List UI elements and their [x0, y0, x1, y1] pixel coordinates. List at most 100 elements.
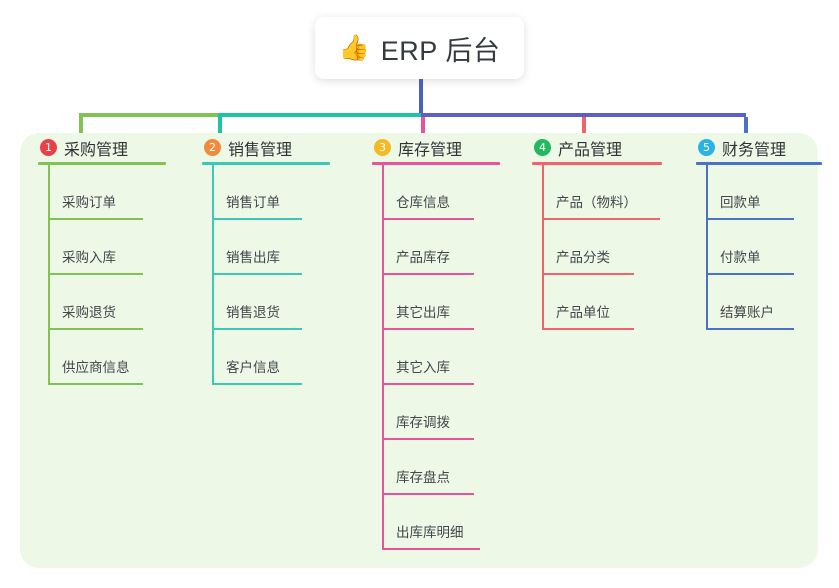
menu-item[interactable]: 产品库存 [372, 220, 500, 275]
category-number-badge: 4 [534, 139, 551, 156]
menu-item[interactable]: 出库库明细 [372, 495, 500, 550]
category-number-badge: 1 [40, 139, 57, 156]
category-title: 库存管理 [398, 141, 463, 159]
menu-item-rule [542, 328, 634, 330]
drop-sales [218, 117, 222, 139]
menu-item-label: 采购入库 [62, 250, 116, 265]
menu-item-label: 其它出库 [396, 305, 450, 320]
menu-item[interactable]: 销售出库 [202, 220, 330, 275]
category-items-inventory: 仓库信息产品库存其它出库其它入库库存调拨库存盘点出库库明细 [372, 165, 500, 550]
menu-item-rule [48, 383, 143, 385]
menu-item-rule [542, 218, 660, 220]
menu-item-rule [382, 438, 474, 440]
category-spine [706, 165, 708, 330]
menu-item-label: 仓库信息 [396, 195, 450, 210]
menu-item-label: 销售出库 [226, 250, 280, 265]
menu-item-label: 供应商信息 [62, 360, 130, 375]
menu-item-rule [382, 273, 474, 275]
menu-item-label: 回款单 [720, 195, 761, 210]
menu-item-label: 产品单位 [556, 305, 610, 320]
drop-inventory [421, 117, 425, 139]
menu-item[interactable]: 产品分类 [532, 220, 662, 275]
menu-item-label: 产品分类 [556, 250, 610, 265]
menu-item[interactable]: 其它入库 [372, 330, 500, 385]
category-header-inventory[interactable]: 3 库存管理 [372, 133, 500, 162]
menu-item-rule [382, 383, 474, 385]
segment-green [79, 113, 218, 117]
menu-item-label: 产品（物料） [556, 195, 637, 210]
menu-item-label: 采购退货 [62, 305, 116, 320]
category-column-inventory: 3 库存管理仓库信息产品库存其它出库其它入库库存调拨库存盘点出库库明细 [372, 133, 500, 550]
category-items-purchase: 采购订单采购入库采购退货供应商信息 [38, 165, 166, 385]
menu-item[interactable]: 采购入库 [38, 220, 166, 275]
menu-item-rule [542, 273, 634, 275]
category-spine [48, 165, 50, 385]
menu-item[interactable]: 供应商信息 [38, 330, 166, 385]
menu-item-label: 付款单 [720, 250, 761, 265]
root-node[interactable]: 👍 ERP 后台 [315, 17, 524, 79]
category-spine [382, 165, 384, 550]
menu-item[interactable]: 库存调拨 [372, 385, 500, 440]
category-column-finance: 5 财务管理回款单付款单结算账户 [696, 133, 822, 330]
category-title: 销售管理 [228, 141, 293, 159]
category-header-rule [696, 162, 822, 165]
category-header-purchase[interactable]: 1 采购管理 [38, 133, 166, 162]
category-header-rule [372, 162, 500, 165]
category-column-purchase: 1 采购管理采购订单采购入库采购退货供应商信息 [38, 133, 166, 385]
menu-item-rule [706, 273, 794, 275]
category-header-rule [532, 162, 662, 165]
segment-blue [421, 113, 746, 117]
menu-item[interactable]: 采购退货 [38, 275, 166, 330]
menu-item[interactable]: 付款单 [696, 220, 822, 275]
menu-item[interactable]: 结算账户 [696, 275, 822, 330]
menu-item-rule [706, 218, 794, 220]
menu-item[interactable]: 产品单位 [532, 275, 662, 330]
menu-item-rule [382, 548, 480, 550]
menu-item-rule [212, 383, 302, 385]
menu-item[interactable]: 库存盘点 [372, 440, 500, 495]
category-header-finance[interactable]: 5 财务管理 [696, 133, 822, 162]
segment-teal [218, 113, 421, 117]
menu-item[interactable]: 仓库信息 [372, 165, 500, 220]
category-header-rule [202, 162, 330, 165]
menu-item-rule [212, 218, 302, 220]
menu-item[interactable]: 产品（物料） [532, 165, 662, 220]
menu-item-rule [48, 328, 143, 330]
category-header-rule [38, 162, 166, 165]
category-title: 采购管理 [64, 141, 129, 159]
menu-item-label: 出库库明细 [396, 525, 464, 540]
menu-item[interactable]: 销售退货 [202, 275, 330, 330]
drop-finance [744, 117, 748, 139]
menu-item-label: 采购订单 [62, 195, 116, 210]
category-number-badge: 3 [374, 139, 391, 156]
menu-item-label: 销售退货 [226, 305, 280, 320]
menu-item-rule [48, 273, 143, 275]
category-items-product: 产品（物料） 产品分类产品单位 [532, 165, 662, 330]
menu-item-label: 产品库存 [396, 250, 450, 265]
drop-purchase [79, 117, 83, 139]
menu-item[interactable]: 采购订单 [38, 165, 166, 220]
menu-item[interactable]: 回款单 [696, 165, 822, 220]
root-stem-connector [419, 79, 423, 115]
category-title: 财务管理 [722, 141, 787, 159]
menu-item[interactable]: 销售订单 [202, 165, 330, 220]
menu-item-rule [48, 218, 143, 220]
category-spine [212, 165, 214, 385]
menu-item[interactable]: 客户信息 [202, 330, 330, 385]
menu-item-label: 客户信息 [226, 360, 280, 375]
category-number-badge: 5 [698, 139, 715, 156]
menu-item[interactable]: 其它出库 [372, 275, 500, 330]
thumbs-up-icon: 👍 [338, 33, 370, 62]
root-node-title: ERP 后台 [380, 35, 501, 66]
menu-item-rule [706, 328, 794, 330]
menu-item-rule [212, 328, 302, 330]
menu-item-label: 其它入库 [396, 360, 450, 375]
menu-item-label: 库存调拨 [396, 415, 450, 430]
menu-item-label: 销售订单 [226, 195, 280, 210]
